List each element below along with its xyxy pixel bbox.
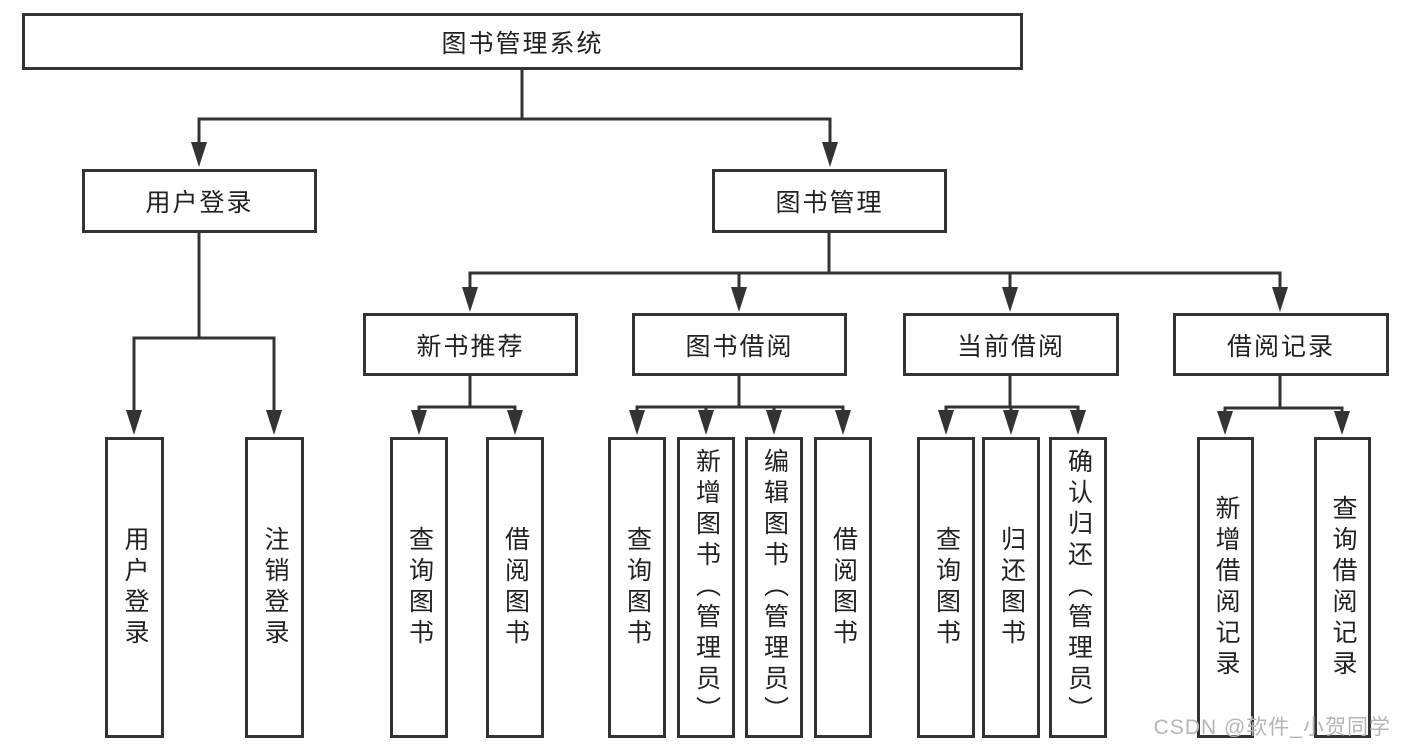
arrowheads-level3: [462, 287, 1288, 312]
node-current-borrowing: 当前借阅: [903, 313, 1119, 376]
csdn-watermark: CSDN @软件_小贺同学: [1153, 716, 1391, 739]
arrowheads-book-borrow-leaves: [629, 410, 851, 435]
leaf-query-books-2: 查询图书: [608, 437, 666, 738]
leaf-query-books-1: 查询图书: [390, 437, 448, 738]
connector-book-borrow-to-leaves: [635, 376, 845, 413]
node-book-management: 图书管理: [712, 169, 947, 233]
node-user-login: 用户登录: [82, 169, 317, 233]
leaf-logout: 注销登录: [245, 437, 304, 738]
node-book-borrowing: 图书借阅: [632, 313, 847, 376]
leaf-query-borrow-record: 查询借阅记录: [1314, 437, 1371, 738]
node-borrowing-records: 借阅记录: [1173, 313, 1389, 376]
connector-new-book-rec-to-leaves: [417, 376, 517, 413]
leaf-query-books-3: 查询图书: [917, 437, 975, 738]
node-root-system: 图书管理系统: [22, 13, 1023, 70]
leaf-edit-book-admin: 编辑图书（管理员）: [745, 437, 803, 738]
arrowheads-borrow-record-leaves: [1217, 411, 1350, 435]
leaf-add-borrow-record: 新增借阅记录: [1197, 437, 1254, 738]
arrowheads-current-borrow-leaves: [938, 410, 1086, 435]
leaf-borrow-books-2: 借阅图书: [814, 437, 872, 738]
connector-current-borrow-to-leaves: [944, 376, 1080, 413]
leaf-borrow-books-1: 借阅图书: [486, 437, 544, 738]
connector-user-login-to-leaves: [132, 233, 276, 412]
leaf-add-book-admin: 新增图书（管理员）: [677, 437, 735, 738]
arrowheads-user-login-leaves: [126, 410, 282, 435]
connector-root-to-level2: [197, 69, 832, 144]
connector-borrow-record-to-leaves: [1223, 376, 1344, 414]
arrowheads-new-book-rec-leaves: [411, 410, 523, 435]
leaf-user-login: 用户登录: [105, 437, 164, 738]
leaf-return-book: 归还图书: [982, 437, 1040, 738]
connector-book-mgmt-to-level3: [468, 233, 1282, 290]
arrowheads-level2: [191, 142, 838, 167]
leaf-confirm-return-admin: 确认归还（管理员）: [1049, 437, 1107, 738]
node-new-book-recommend: 新书推荐: [363, 313, 578, 376]
